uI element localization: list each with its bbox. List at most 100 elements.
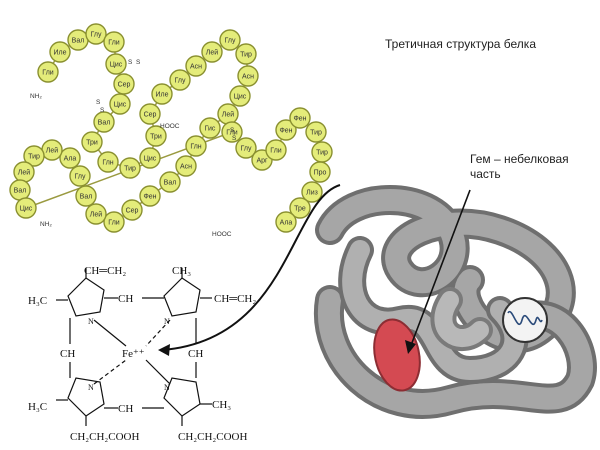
amino-acid-label: Вал bbox=[72, 38, 85, 45]
pyrrole-ring-4 bbox=[163, 377, 201, 417]
amino-acid-label: Асн bbox=[180, 164, 192, 171]
amino-acid-label: Глу bbox=[75, 174, 86, 181]
heme-label-line1: Гем – небелковая bbox=[470, 152, 569, 166]
amino-acid-bead bbox=[93, 111, 115, 133]
disulfide-label-3: S bbox=[96, 99, 101, 106]
amino-acid-label: Глн bbox=[102, 160, 113, 167]
amino-acid-bead bbox=[85, 203, 107, 225]
heme-pointer bbox=[409, 189, 471, 349]
n-label-4: N bbox=[164, 383, 170, 392]
amino-acid-bead bbox=[175, 155, 197, 177]
amino-acid-bead bbox=[159, 171, 181, 193]
amino-acid-label: Цис bbox=[234, 94, 247, 101]
amino-acid-label: Гис bbox=[205, 126, 216, 133]
heme-label-line2: часть bbox=[470, 167, 501, 181]
amino-acid-label: Лей bbox=[18, 169, 30, 177]
curved-arrow bbox=[161, 184, 341, 351]
amino-acid-label: Вал bbox=[98, 120, 111, 127]
amino-acid-bead bbox=[265, 139, 287, 161]
amino-acid-bead bbox=[221, 121, 243, 143]
amino-acid-label: Фен bbox=[293, 116, 306, 123]
amino-acid-label: Тир bbox=[310, 130, 322, 137]
amino-acid-label: Лиз bbox=[306, 190, 318, 197]
amino-acid-label: Тре bbox=[294, 206, 306, 213]
heme-disc bbox=[373, 318, 421, 392]
amino-acid-label: Ала bbox=[280, 220, 293, 227]
disulfide-label-6: S bbox=[232, 135, 237, 142]
methyl-label-top: CH₃ bbox=[172, 265, 191, 277]
amino-acid-bead bbox=[219, 29, 241, 51]
amino-acid-bead bbox=[151, 83, 173, 105]
amino-acid-bead bbox=[289, 107, 311, 129]
vinyl-label-2: CH═CH₂ bbox=[214, 293, 256, 305]
amino-acid-label: Цис bbox=[114, 102, 127, 109]
amino-acid-bead bbox=[15, 197, 37, 219]
iron-label: Fe⁺⁺ bbox=[122, 348, 145, 360]
amino-acid-label: Гли bbox=[108, 220, 119, 227]
amino-acid-bead bbox=[237, 65, 259, 87]
amino-acid-bead bbox=[85, 23, 107, 45]
title-label: Третичная структура белка bbox=[385, 37, 536, 51]
amino-acid-bead bbox=[75, 185, 97, 207]
amino-acid-bead bbox=[185, 55, 207, 77]
amino-acid-bead bbox=[49, 41, 71, 63]
helix-icon bbox=[507, 310, 543, 326]
amino-acid-bead bbox=[139, 185, 161, 207]
amino-acid-label: Асн bbox=[190, 64, 202, 71]
c-terminus-label-2: HOOC bbox=[212, 231, 232, 238]
heme-structure bbox=[56, 268, 212, 426]
n-label-2: N bbox=[164, 317, 170, 326]
helix-inset bbox=[502, 297, 548, 343]
amino-acid-bead bbox=[309, 161, 331, 183]
vinyl-label-1: CH═CH₂ bbox=[84, 265, 126, 277]
amino-acid-label: Тир bbox=[316, 150, 328, 157]
amino-acid-label: Цис bbox=[20, 206, 33, 213]
amino-acid-label: Тир bbox=[28, 154, 40, 161]
amino-acid-label: Лей bbox=[206, 49, 218, 57]
methyl-label-left: H₃C bbox=[28, 295, 47, 307]
amino-acid-chain: ГлиИлеВалГлуГлиЦисСерЦисВалТриГлнТирЦисТ… bbox=[9, 23, 333, 238]
amino-acid-bead bbox=[185, 135, 207, 157]
amino-acid-label: Тир bbox=[240, 52, 252, 59]
amino-acid-label: Иле bbox=[155, 92, 168, 99]
amino-acid-label: Глу bbox=[225, 38, 236, 45]
amino-acid-label: Глу bbox=[241, 146, 252, 153]
amino-acid-label: Три bbox=[150, 134, 162, 141]
amino-acid-label: Цис bbox=[110, 62, 123, 69]
acid-label-2: CH₂CH₂COOH bbox=[178, 431, 247, 443]
meso-ch-bottom: CH bbox=[118, 403, 133, 415]
amino-acid-label: Лей bbox=[222, 111, 234, 119]
heme-pointer-head bbox=[405, 340, 416, 354]
amino-acid-label: Гли bbox=[226, 130, 237, 137]
n-label-3: N bbox=[88, 383, 94, 392]
amino-acid-bead bbox=[119, 157, 141, 179]
disulfide-label-5: S bbox=[230, 127, 235, 134]
arrow-head bbox=[158, 344, 170, 356]
amino-acid-label: Фен bbox=[143, 194, 156, 201]
amino-acid-bead bbox=[113, 73, 135, 95]
amino-acid-bead bbox=[105, 53, 127, 75]
amino-acid-label: Глу bbox=[175, 78, 186, 85]
amino-acid-bead bbox=[229, 85, 251, 107]
meso-ch-left: CH bbox=[60, 348, 75, 360]
amino-acid-bead bbox=[201, 41, 223, 63]
amino-acid-bead bbox=[121, 199, 143, 221]
amino-acid-label: Иле bbox=[53, 50, 66, 57]
amino-acid-label: Сер bbox=[118, 82, 131, 89]
amino-acid-label: Вал bbox=[14, 188, 27, 195]
disulfide-label-2: S bbox=[136, 59, 141, 66]
c-terminus-label: HOOC bbox=[160, 123, 180, 130]
amino-acid-bead bbox=[275, 211, 297, 233]
disulfide-label-4: S bbox=[100, 107, 105, 114]
amino-acid-label: Вал bbox=[80, 194, 93, 201]
amino-acid-bead bbox=[235, 43, 257, 65]
amino-acid-label: Три bbox=[86, 140, 98, 147]
heme-labels: CH═CH₂ CH₃ CH═CH₂ H₃C CH CH CH CH Fe⁺⁺ N… bbox=[28, 265, 256, 443]
amino-acid-bead bbox=[139, 103, 161, 125]
meso-ch-right: CH bbox=[188, 348, 203, 360]
amino-acid-label: Тир bbox=[124, 166, 136, 173]
amino-acid-label: Арг bbox=[256, 158, 268, 165]
amino-acid-label: Цис bbox=[144, 156, 157, 163]
